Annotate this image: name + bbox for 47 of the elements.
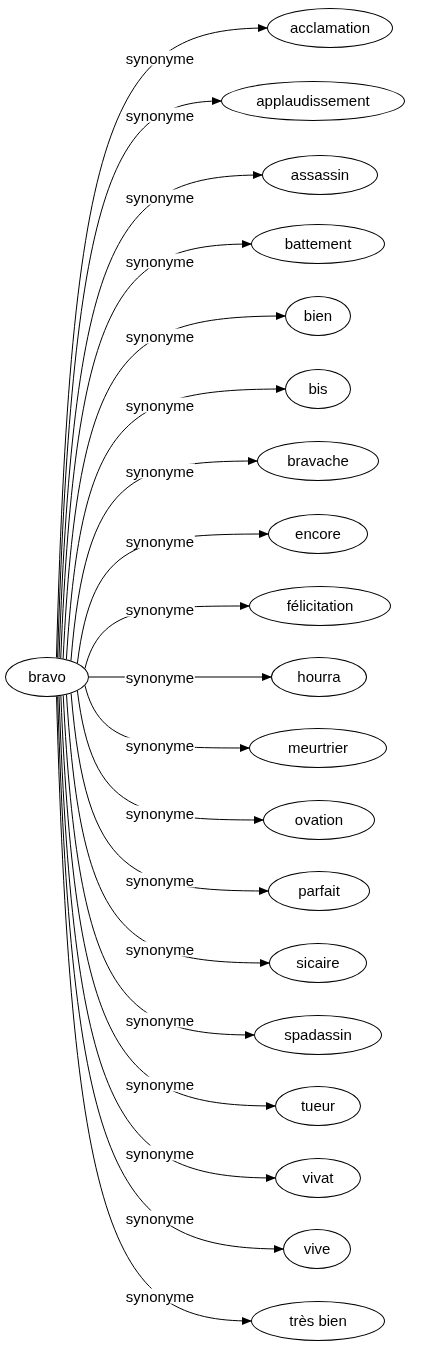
edge-label: synonyme [124, 463, 196, 479]
edge-label: synonyme [124, 737, 196, 753]
node-ellipse: hourra [271, 657, 367, 697]
edge-label: synonyme [124, 941, 196, 957]
node-ellipse: acclamation [267, 8, 393, 48]
edge-label: synonyme [124, 1076, 196, 1092]
node-ellipse: encore [268, 514, 368, 554]
edge-label: synonyme [124, 1145, 196, 1161]
edge-label: synonyme [124, 872, 196, 888]
node-ellipse: applaudissement [221, 81, 405, 121]
node-ellipse: très bien [251, 1301, 385, 1341]
edge-label: synonyme [124, 107, 196, 123]
arrow [57, 97, 222, 659]
node-ellipse: spadassin [254, 1015, 382, 1055]
edge-label: synonyme [124, 189, 196, 205]
arrow [65, 385, 286, 660]
node-ellipse: bravache [257, 441, 379, 481]
arrow [57, 695, 284, 1253]
node-ellipse: vivat [275, 1158, 361, 1198]
node-ellipse: bravo [5, 657, 89, 697]
node-ellipse: meurtrier [249, 728, 387, 768]
node-ellipse: assassin [262, 155, 378, 195]
node-ellipse: tueur [275, 1086, 361, 1126]
edge-label: synonyme [124, 1288, 196, 1304]
arrow [60, 695, 276, 1110]
node-ellipse: félicitation [249, 586, 391, 626]
node-ellipse: bis [285, 369, 351, 409]
arrow [58, 695, 276, 1182]
edge-label: synonyme [124, 533, 196, 549]
edge-label: synonyme [124, 1210, 196, 1226]
edge-label: synonyme [124, 805, 196, 821]
node-ellipse: battement [251, 224, 385, 264]
edge-label: synonyme [124, 328, 196, 344]
edge-label: synonyme [124, 1012, 196, 1028]
edge-label: synonyme [124, 397, 196, 413]
arrow [56, 696, 252, 1325]
node-ellipse: vive [283, 1229, 351, 1269]
arrow [60, 240, 252, 659]
node-ellipse: bien [285, 296, 351, 336]
arrow [58, 171, 263, 659]
node-ellipse: ovation [263, 800, 375, 840]
arrow [66, 694, 270, 967]
arrow [55, 24, 268, 658]
node-ellipse: parfait [268, 871, 370, 911]
edge-label: synonyme [124, 253, 196, 269]
node-ellipse: sicaire [269, 943, 367, 983]
edge-label: synonyme [124, 50, 196, 66]
